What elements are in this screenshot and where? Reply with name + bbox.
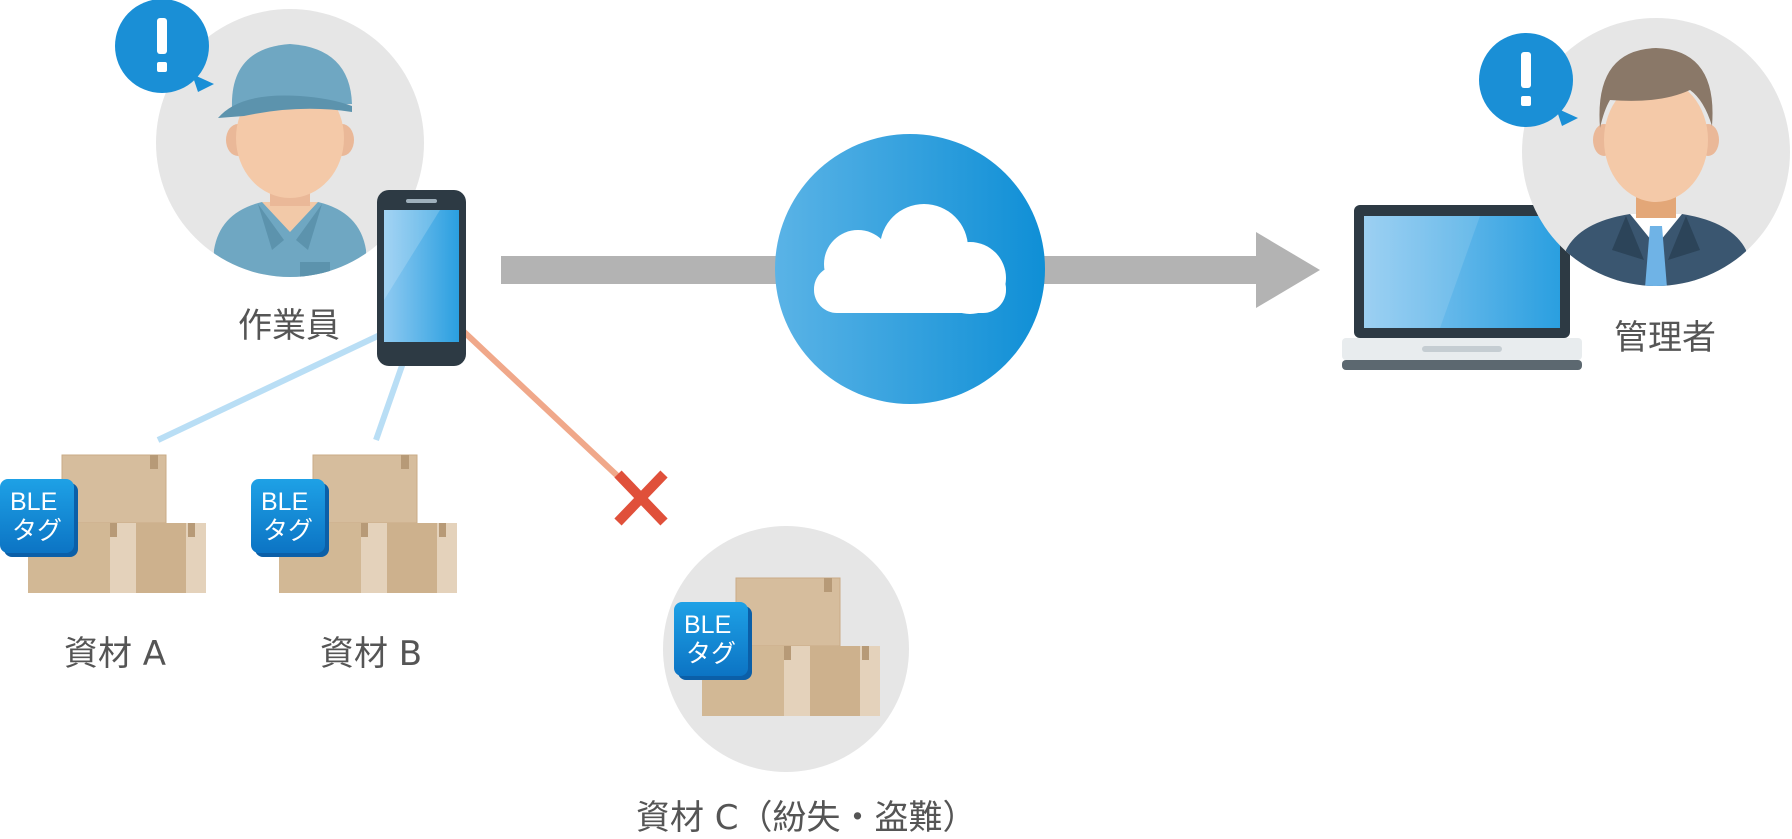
signal-line-a (156, 331, 384, 443)
laptop-icon (1342, 205, 1582, 370)
material-a-label: 資材 A (64, 634, 167, 674)
manager-figure (1479, 18, 1790, 286)
signal-line-b (373, 359, 407, 441)
material-b-label: 資材 B (320, 634, 423, 674)
material-c-group (663, 526, 909, 772)
smartphone-icon (377, 190, 466, 366)
manager-label: 管理者 (1614, 318, 1716, 358)
material-b-box-icon (250, 454, 458, 594)
material-c-label: 資材 C（紛失・盗難） (636, 798, 977, 838)
worker-figure (115, 0, 424, 277)
worker-label: 作業員 (238, 306, 340, 346)
manager-alert-icon (1479, 33, 1578, 127)
lost-signal-line (459, 327, 627, 485)
worker-alert-icon (115, 0, 214, 93)
cross-icon (614, 470, 668, 526)
material-a-box-icon (0, 454, 207, 594)
cloud-icon (775, 134, 1045, 404)
